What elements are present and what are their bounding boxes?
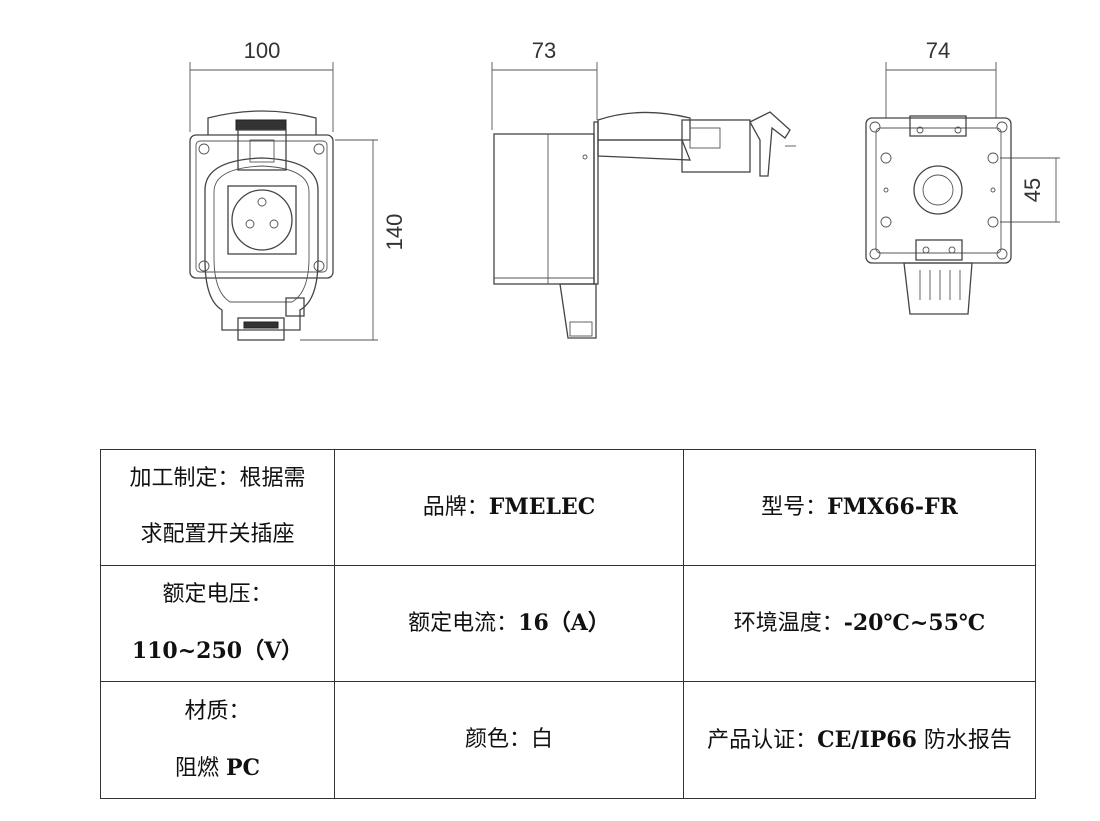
spec-cell-customization: 加工制定：根据需 求配置开关插座: [100, 449, 335, 566]
dim-back-width: 74: [926, 38, 950, 63]
spec-cell-color: 颜色：白: [334, 681, 684, 799]
dim-front-height: 140: [382, 214, 407, 251]
spec-cell-brand: 品牌：FMELEC: [334, 449, 684, 566]
spec-cell-rated-voltage: 额定电压： 110~250（V）: [100, 564, 335, 683]
front-view: 100 140: [189, 38, 407, 341]
spec-table: 加工制定：根据需 求配置开关插座 品牌：FMELEC 型号：FMX66-FR 额…: [100, 449, 1036, 799]
table-row: 额定电压： 110~250（V） 额定电流：16（A） 环境温度：-20℃~55…: [100, 564, 1036, 683]
technical-drawings: 100 140 73: [189, 38, 1060, 341]
spec-cell-ambient-temperature: 环境温度：-20℃~55℃: [683, 564, 1036, 683]
side-view: 73: [491, 38, 796, 339]
back-view: 74 45: [865, 38, 1060, 315]
dim-back-spacing: 45: [1020, 178, 1045, 202]
spec-cell-rated-current: 额定电流：16（A）: [334, 564, 684, 683]
spec-cell-material: 材质： 阻燃 PC: [100, 681, 335, 799]
dim-front-width: 100: [244, 38, 281, 63]
dim-side-depth: 73: [532, 38, 556, 63]
table-row: 材质： 阻燃 PC 颜色：白 产品认证：CE/IP66 防水报告: [100, 681, 1036, 799]
table-row: 加工制定：根据需 求配置开关插座 品牌：FMELEC 型号：FMX66-FR: [100, 449, 1036, 566]
spec-cell-model: 型号：FMX66-FR: [683, 449, 1036, 566]
spec-cell-certification: 产品认证：CE/IP66 防水报告: [683, 681, 1036, 799]
